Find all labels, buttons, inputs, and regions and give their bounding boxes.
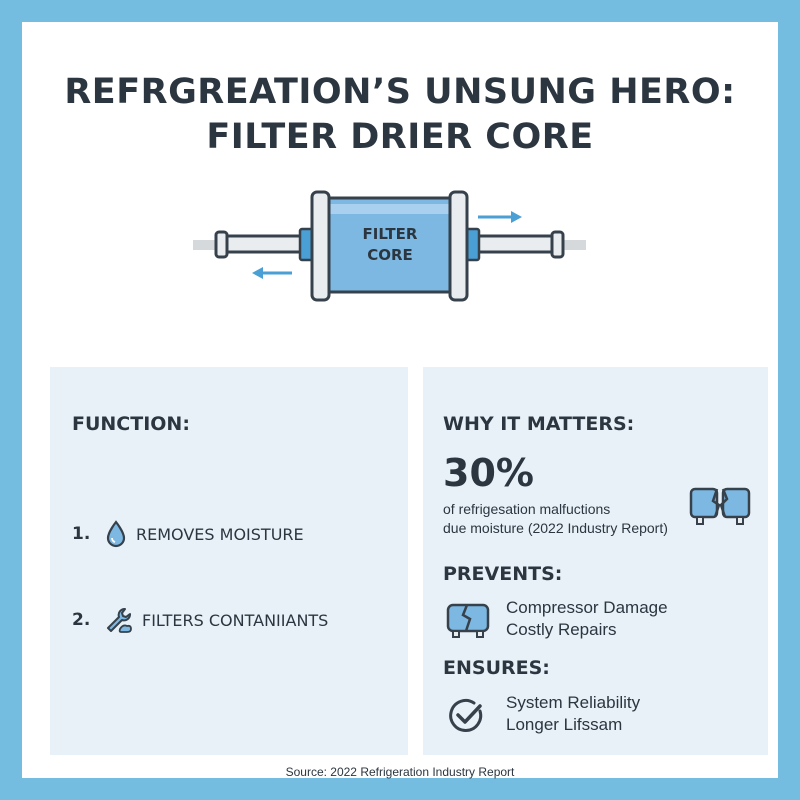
wrench-icon: [107, 608, 132, 633]
outlet-pipe-end: [550, 230, 565, 259]
stat-line-1: of refrigesation malfuctions: [443, 501, 611, 517]
filter-drier-diagram: FILTER CORE: [193, 190, 586, 302]
why-it-matters-panel: WHY IT MATTERS: 30% of refrigesation mal…: [423, 367, 768, 755]
ensures-heading: ENSURES:: [443, 657, 550, 679]
stat-description: of refrigesation malfuctions due moistur…: [443, 500, 668, 538]
function-item-1: 1. REMOVES MOISTURE: [72, 519, 304, 549]
core-label-line-2: CORE: [367, 246, 413, 264]
flow-arrow-left-icon: [252, 267, 292, 279]
function-item-number: 1.: [72, 524, 91, 544]
function-heading: FUNCTION:: [72, 413, 190, 435]
prevents-item: Costly Repairs: [506, 620, 617, 639]
check-circle-icon: [449, 698, 483, 732]
filter-body-highlight: [330, 204, 449, 214]
ensures-item: System Reliability: [506, 693, 641, 712]
function-item-2: 2. FILTERS CONTANIIANTS: [72, 605, 328, 635]
why-heading: WHY IT MATTERS:: [443, 413, 635, 435]
prevents-list: Compressor Damage Costly Repairs: [506, 597, 668, 641]
prevents-heading: PREVENTS:: [443, 563, 563, 585]
stat-value: 30%: [443, 451, 534, 495]
title-line-2: FILTER DRIER CORE: [206, 117, 594, 157]
function-panel: FUNCTION: 1. REMOVES MOISTURE 2. FILTERS…: [50, 367, 408, 755]
compressor-damage-icon: [446, 603, 490, 638]
infographic-card: REFRGREATION’S UNSUNG HERO: FILTER DRIER…: [22, 22, 778, 779]
source-note: Source: 2022 Refrigeration Industry Repo…: [285, 765, 515, 779]
broken-part-icon: [689, 487, 751, 525]
left-end-cap: [310, 190, 331, 302]
outlet-pipe: [469, 234, 559, 254]
right-end-cap: [448, 190, 469, 302]
stat-line-2: due moisture (2022 Industry Report): [443, 520, 668, 536]
water-drop-icon: [106, 520, 126, 548]
title-line-1: REFRGREATION’S UNSUNG HERO:: [64, 72, 736, 112]
ensures-list: System Reliability Longer Lifssam: [506, 692, 640, 736]
function-item-label: FILTERS CONTANIIANTS: [142, 610, 329, 630]
core-label-line-1: FILTER: [363, 225, 418, 243]
ensures-item: Longer Lifssam: [506, 715, 623, 734]
prevents-item: Compressor Damage: [506, 598, 668, 617]
function-item-label: REMOVES MOISTURE: [136, 524, 304, 544]
function-item-number: 2.: [72, 610, 91, 630]
page-title: REFRGREATION’S UNSUNG HERO: FILTER DRIER…: [22, 70, 778, 160]
flow-arrow-right-icon: [478, 211, 522, 223]
inlet-pipe-end: [214, 230, 229, 259]
inlet-pipe: [220, 234, 310, 254]
